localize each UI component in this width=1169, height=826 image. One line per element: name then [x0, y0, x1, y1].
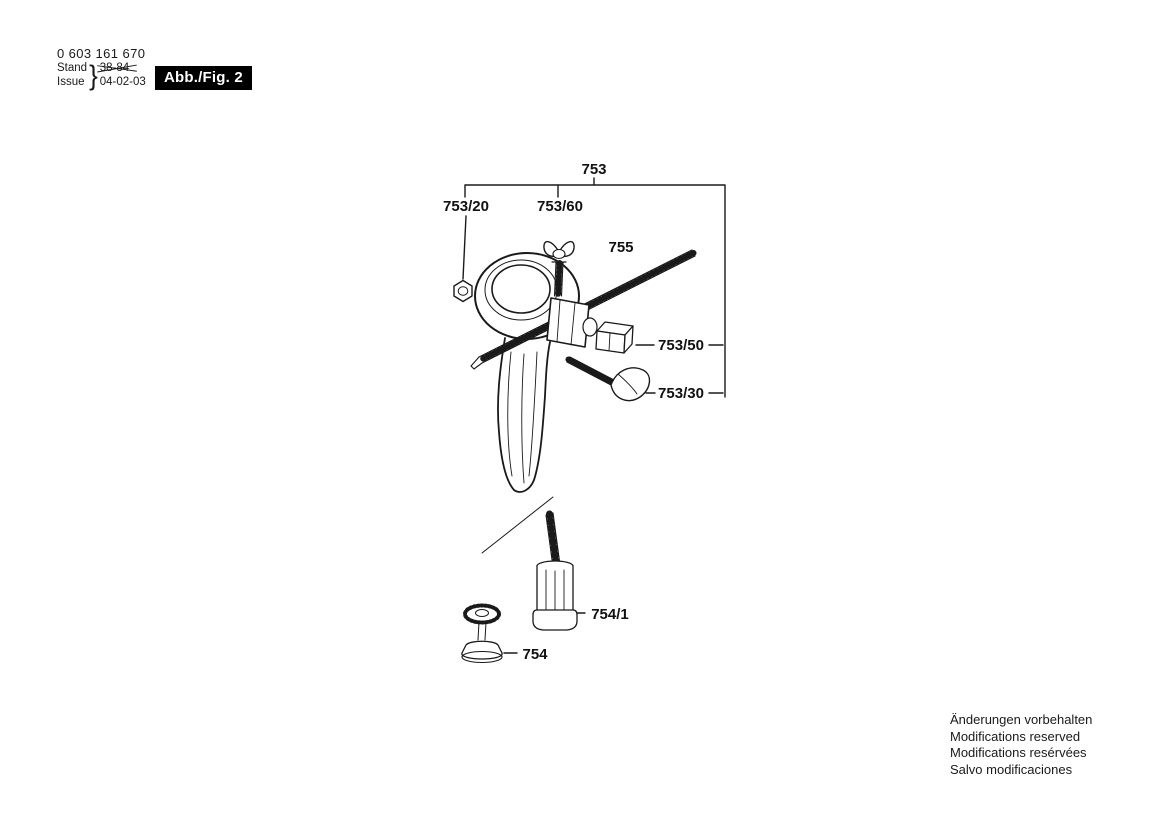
auxiliary-handle [474, 252, 580, 493]
part-label-753-60: 753/60 [537, 198, 583, 215]
part-label-753-50: 753/50 [658, 337, 704, 354]
wing-bolt [565, 356, 651, 402]
clamp-block [546, 297, 598, 348]
callout-bracket-753 [464, 177, 726, 398]
document-number: 0 603 161 670 [57, 46, 146, 61]
part-label-753-20: 753/20 [443, 198, 489, 215]
sliding-block [595, 321, 634, 354]
part-labels: 753 753/20 753/60 755 753/50 753/30 754/… [443, 161, 704, 663]
stand-label: Stand [57, 62, 88, 74]
part-label-753: 753 [581, 161, 606, 178]
revision-labels: Stand Issue [57, 61, 87, 89]
footer-notice: Änderungen vorbehalten Modifications res… [950, 712, 1092, 778]
brace-glyph: } [89, 59, 98, 91]
leader-lines [462, 215, 724, 654]
wing-screw [543, 241, 575, 299]
part-label-754-1: 754/1 [591, 606, 629, 623]
drill-bit-and-holder [532, 510, 578, 631]
part-label-753-30: 753/30 [658, 385, 704, 402]
superseded-date: 38-84 [99, 62, 130, 74]
footer-line-en: Modifications reserved [950, 728, 1081, 744]
part-label-754: 754 [522, 646, 548, 663]
part-label-755: 755 [608, 239, 633, 256]
footer-line-fr: Modifications resérvées [950, 745, 1087, 760]
hex-nut [453, 279, 473, 303]
revision-dates: 38-84 04-02-03 [100, 61, 146, 89]
figure-badge: Abb./Fig. 2 [155, 66, 252, 90]
issue-date: 04-02-03 [99, 76, 146, 88]
revision-block: Stand Issue } 38-84 04-02-03 [57, 59, 146, 91]
cap-assembly [461, 603, 503, 664]
footer-line-es: Salvo modificaciones [950, 761, 1073, 777]
footer-line-de: Änderungen vorbehalten [950, 712, 1093, 727]
issue-label: Issue [57, 76, 85, 88]
